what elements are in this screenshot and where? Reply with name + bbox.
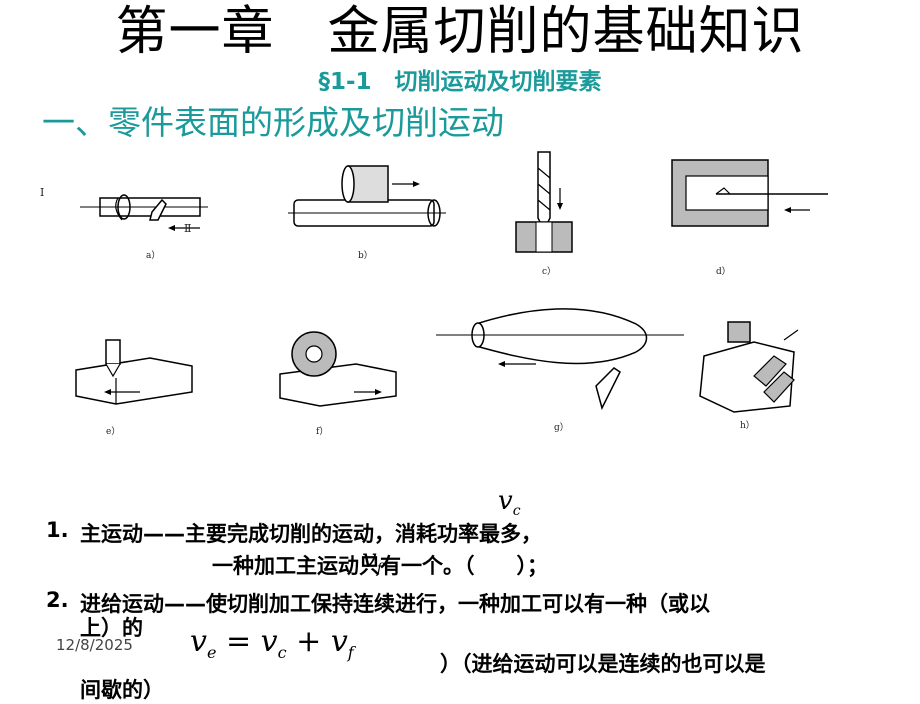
slide-date: 12/8/2025	[56, 636, 133, 654]
point-2-line-2: 上）的	[80, 616, 143, 640]
figure-a-turning	[80, 194, 208, 231]
figure-c-drilling	[515, 151, 573, 253]
point-2-line-4: 间歇的）	[80, 678, 164, 702]
figure-caption: f）	[316, 427, 329, 437]
figure-caption: h）	[740, 421, 755, 431]
formula-ve-equation: ve = vc + vf	[190, 624, 354, 662]
point-2-line-1: 进给运动——使切削加工保持连续进行，一种加工可以有一种（或以	[80, 592, 710, 616]
figure-caption: c）	[542, 267, 557, 277]
point-1-line-1: 主运动——主要完成切削的运动，消耗功率最多，	[80, 522, 542, 546]
figure-caption: a）	[146, 251, 161, 261]
figure-caption: g）	[554, 423, 569, 433]
formula-vc: vc	[498, 486, 521, 520]
motion-label-feed: Ⅱ	[184, 222, 192, 235]
figure-caption: b）	[358, 251, 373, 261]
formula-vf: vf	[362, 544, 382, 578]
motion-label-main: Ⅰ	[40, 186, 45, 199]
figure-e-planing	[75, 339, 193, 405]
figure-f-milling	[279, 331, 397, 407]
section-heading: 一、零件表面的形成及切削运动	[42, 103, 504, 142]
point-1-number: 1.	[46, 518, 69, 542]
point-2-line-3: ）（进给运动可以是连续的也可以是	[440, 652, 766, 676]
figure-d-boring	[671, 159, 828, 227]
figure-caption: e）	[106, 427, 121, 437]
figure-b-grinding	[288, 165, 446, 227]
figure-h-hobbing	[699, 321, 799, 413]
section-title: §1-1 切削运动及切削要素	[318, 69, 602, 95]
chapter-title: 第一章 金属切削的基础知识	[115, 2, 805, 62]
point-2-number: 2.	[46, 588, 69, 612]
figure-g-profile	[436, 308, 684, 411]
figure-caption: d）	[716, 267, 731, 277]
point-1-line-2: 一种加工主运动只有一个。（ ）；	[212, 554, 548, 578]
